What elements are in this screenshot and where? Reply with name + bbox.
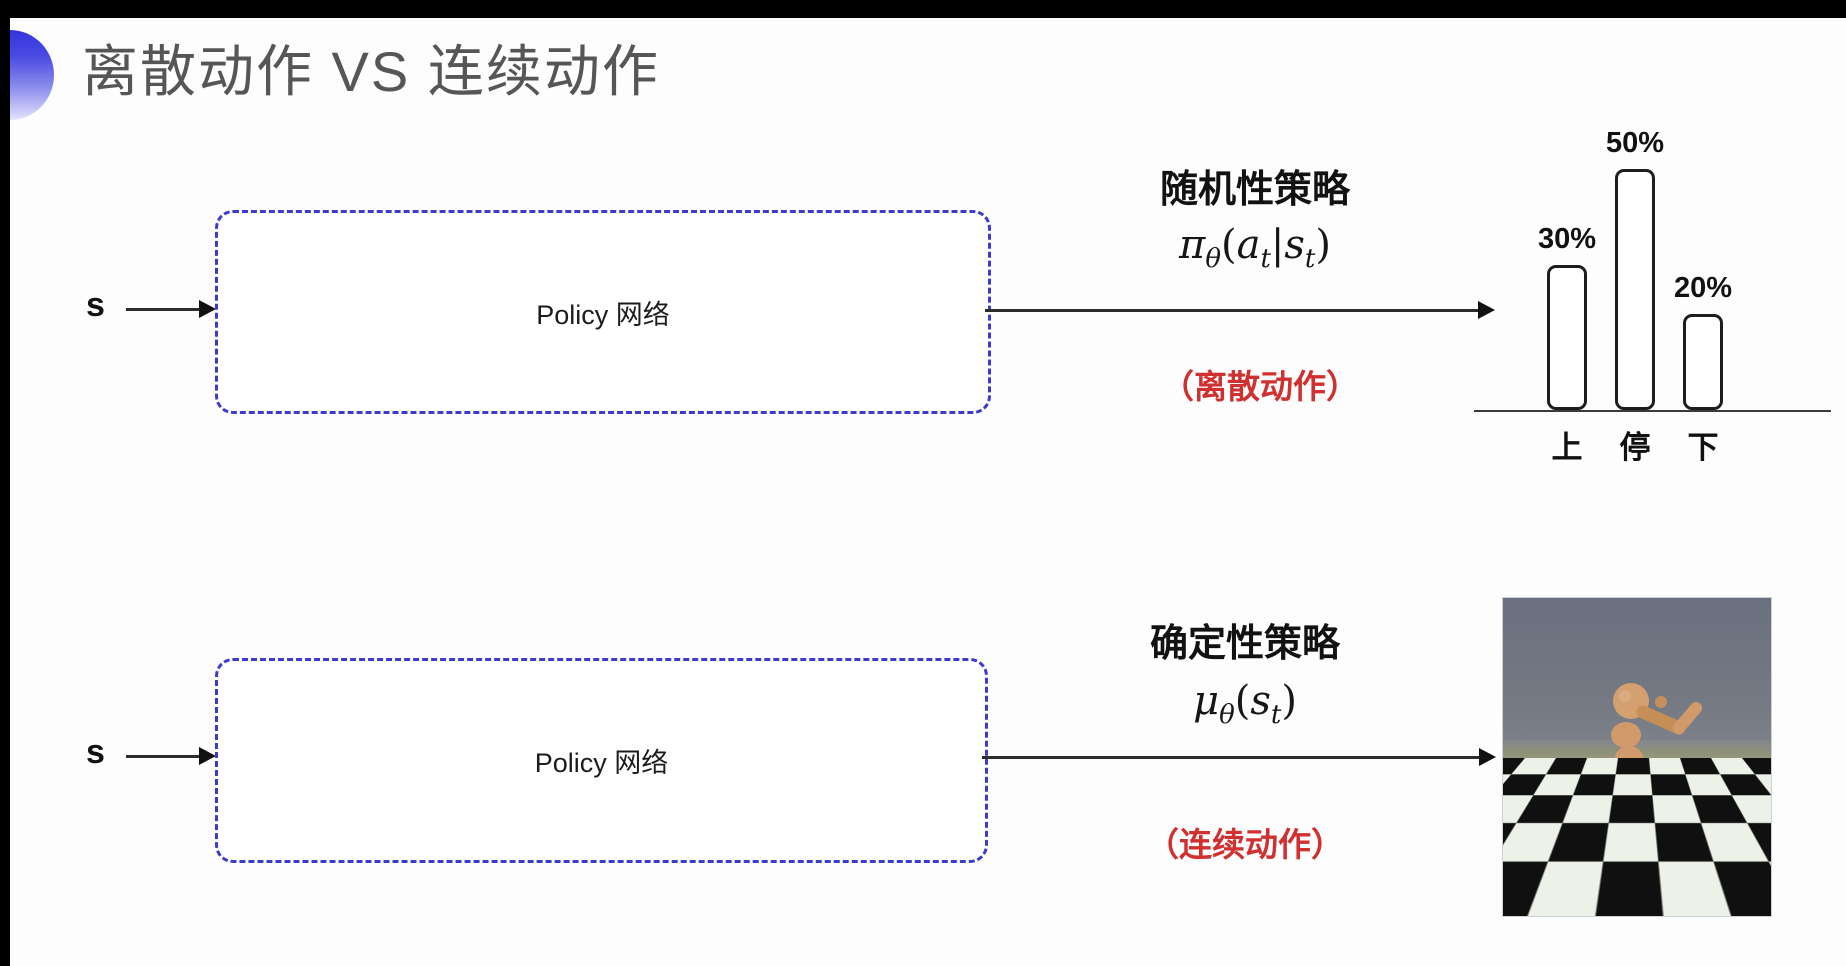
formula-s: s: [1284, 222, 1305, 268]
formula-open-paren: (: [1220, 222, 1237, 268]
formula-pi: π: [1179, 222, 1206, 268]
page-title: 离散动作 VS 连续动作: [82, 40, 660, 103]
humanoid-simulation-image: [1502, 597, 1772, 917]
formula-close-paren: ): [1315, 222, 1331, 268]
output-arrow-head-row2: [1479, 748, 1496, 766]
bar-停: [1615, 169, 1655, 410]
policy-network-box-row1: Policy 网络: [215, 210, 991, 414]
policy-network-label-row2: Policy 网络: [534, 748, 669, 778]
formula-bar: |: [1270, 222, 1285, 268]
policy-formula-row1: πθ(at|st): [1040, 222, 1470, 274]
bar-value-label: 30%: [1537, 223, 1597, 255]
action-type-note-row2: （连续动作）: [1146, 826, 1344, 863]
bar-value-label: 50%: [1605, 127, 1665, 159]
formula-t-sub2: t: [1304, 244, 1316, 274]
bar-value-label: 20%: [1673, 272, 1733, 304]
formula-mu: μ: [1193, 678, 1220, 724]
formula-open-paren: (: [1234, 678, 1251, 724]
policy-type-heading-row1: 随机性策略: [1159, 169, 1350, 211]
action-type-note-row1: （离散动作）: [1161, 368, 1359, 405]
humanoid-robot-figure: [1580, 683, 1702, 909]
bar-category-label: 停: [1619, 430, 1651, 465]
policy-type-heading-row2: 确定性策略: [1149, 623, 1340, 665]
sim-sky: [1503, 598, 1771, 748]
formula-s: s: [1250, 678, 1271, 724]
formula-theta-sub: θ: [1219, 700, 1235, 730]
chart-baseline: [1474, 410, 1831, 412]
formula-a: a: [1236, 222, 1261, 268]
output-arrow-line-row2: [982, 756, 1480, 759]
bar-category-label: 下: [1687, 430, 1719, 465]
state-input-label-row2: s: [86, 733, 105, 771]
policy-network-label-row1: Policy 网络: [536, 299, 670, 330]
policy-formula-row2: μθ(st): [1030, 678, 1460, 730]
formula-t-sub1: t: [1260, 244, 1271, 274]
input-arrow-head-row1: [199, 300, 216, 318]
formula-theta-sub: θ: [1205, 244, 1221, 274]
bar-上: [1547, 265, 1587, 410]
output-arrow-line-row1: [985, 309, 1479, 312]
input-arrow-line-row1: [126, 308, 202, 311]
input-arrow-head-row2: [199, 747, 216, 765]
output-arrow-head-row1: [1478, 301, 1495, 319]
bar-category-label: 上: [1551, 430, 1583, 465]
title-bullet-icon: [10, 30, 54, 120]
top-black-bar: [0, 0, 1846, 18]
left-black-bar: [0, 0, 10, 966]
bar-下: [1683, 314, 1723, 410]
policy-network-box-row2: Policy 网络: [215, 658, 988, 863]
input-arrow-line-row2: [126, 755, 202, 758]
probability-bar-chart: 30% 上 50% 停 20% 下: [1474, 100, 1840, 465]
formula-t-sub: t: [1270, 700, 1282, 730]
formula-close-paren: ): [1281, 678, 1297, 724]
state-input-label-row1: s: [86, 286, 105, 324]
